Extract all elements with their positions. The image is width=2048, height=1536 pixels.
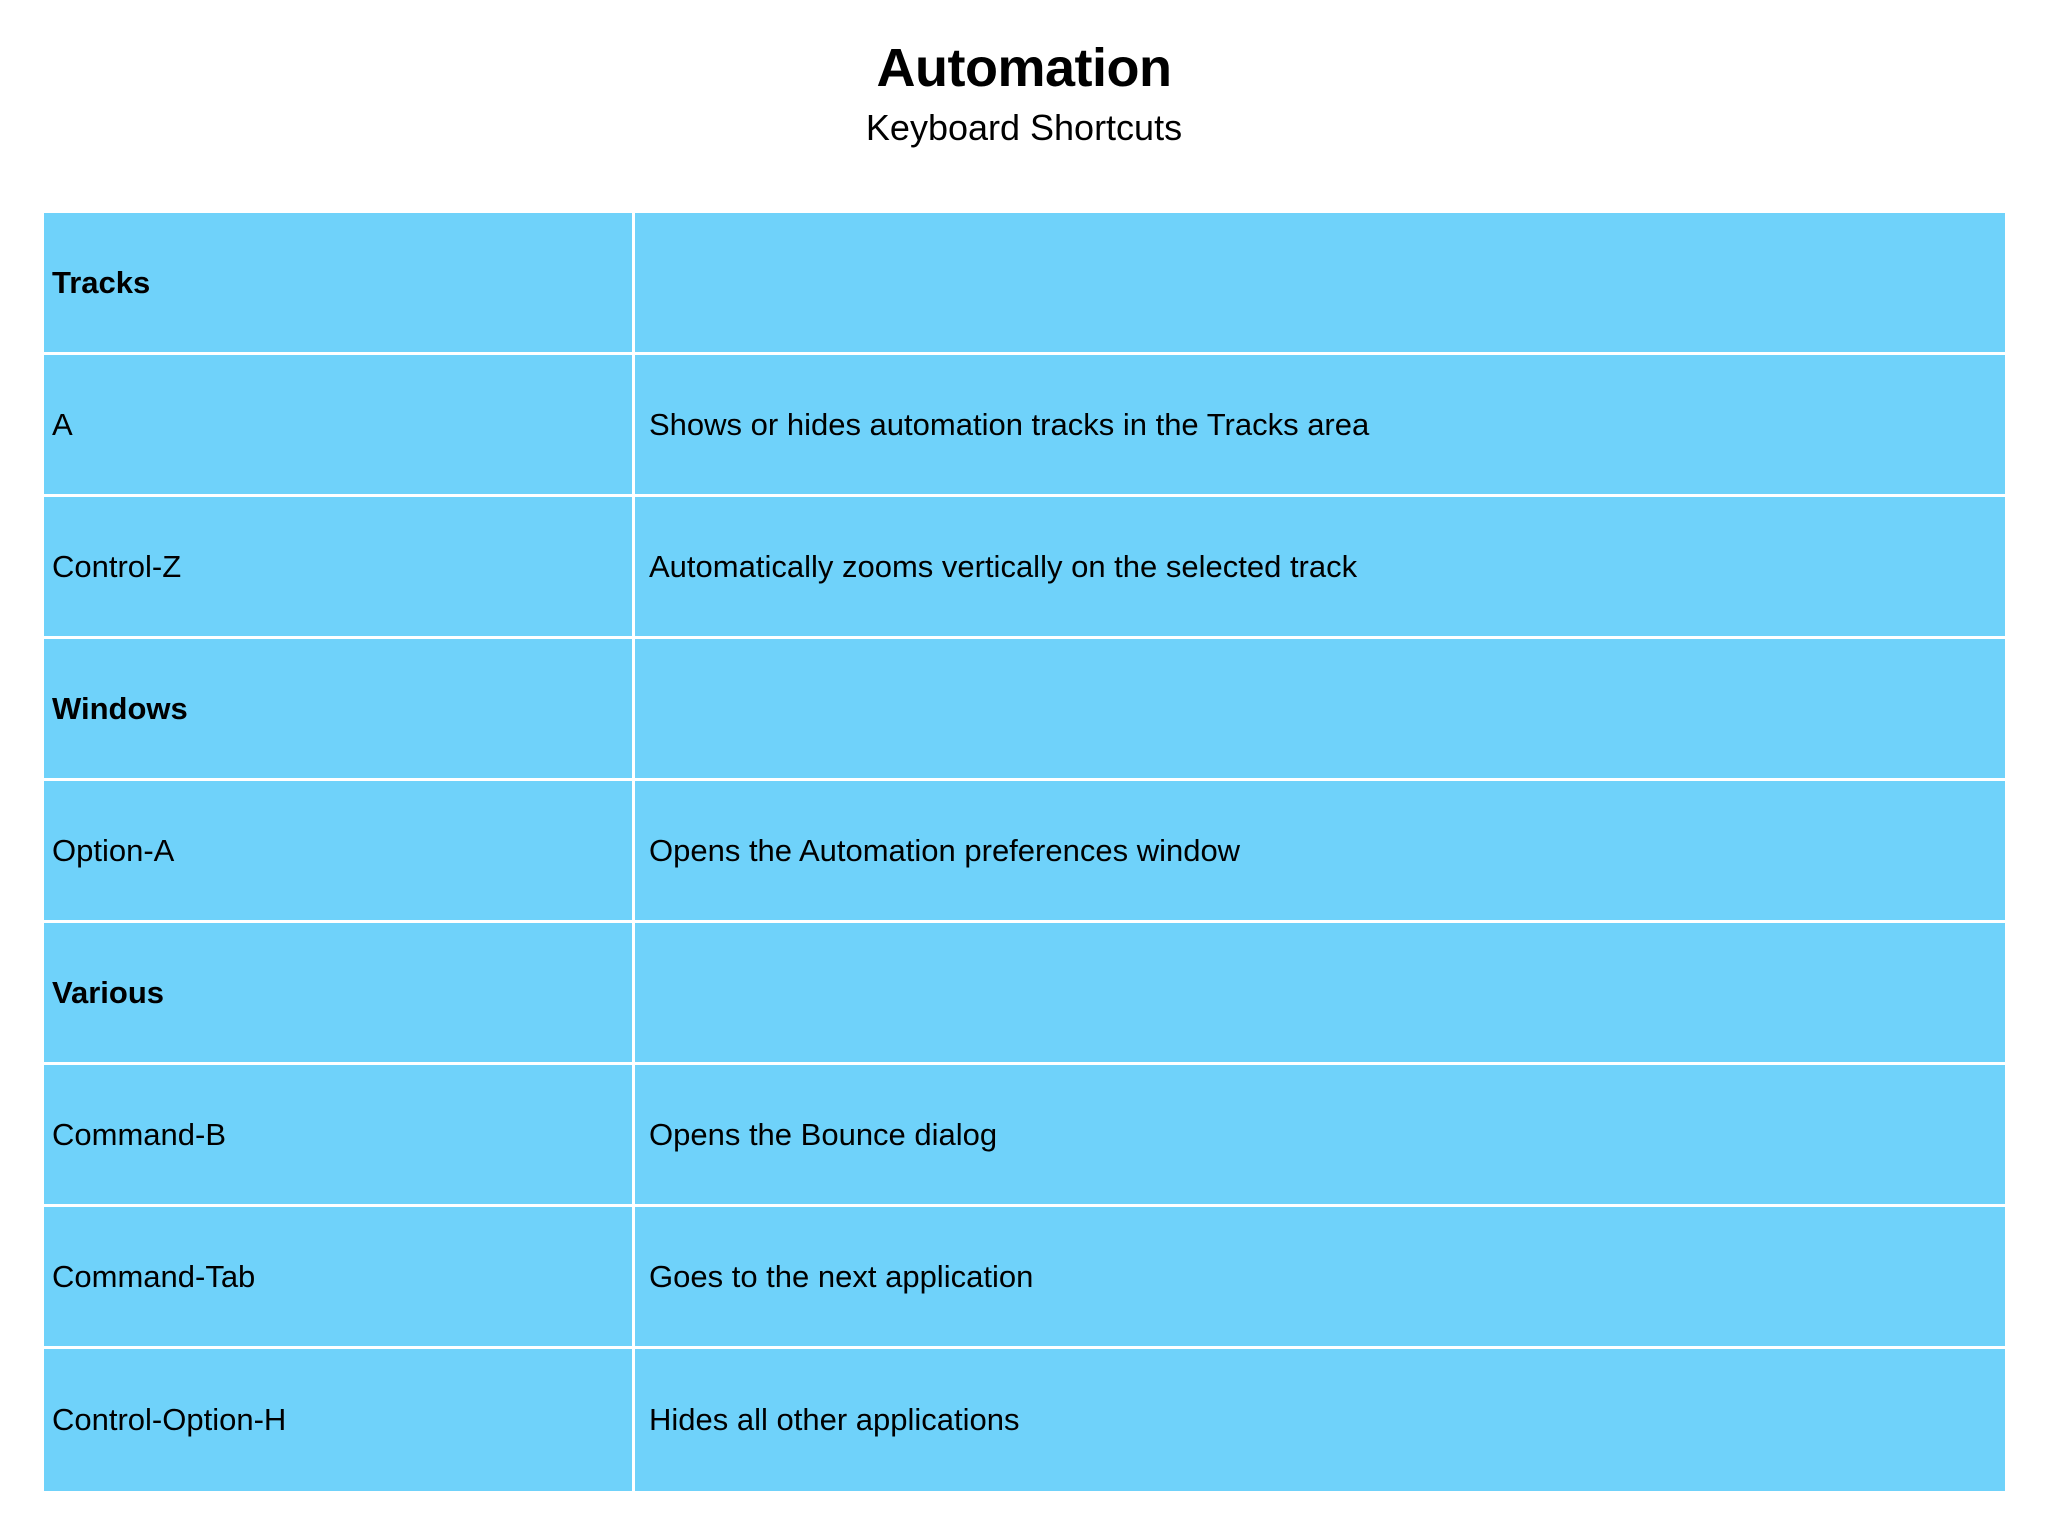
table-section-row: Windows bbox=[44, 639, 2005, 781]
section-heading-cell: Tracks bbox=[44, 213, 635, 355]
shortcut-description-cell bbox=[635, 213, 2005, 355]
table-section-row: Tracks bbox=[44, 213, 2005, 355]
section-heading-cell: Various bbox=[44, 923, 635, 1065]
shortcut-description-cell: Automatically zooms vertically on the se… bbox=[635, 497, 2005, 639]
shortcut-description-cell: Opens the Bounce dialog bbox=[635, 1065, 2005, 1207]
shortcut-key-cell: Control-Z bbox=[44, 497, 635, 639]
table-section-row: Various bbox=[44, 923, 2005, 1065]
shortcut-description-cell: Goes to the next application bbox=[635, 1207, 2005, 1349]
shortcut-key-cell: Command-Tab bbox=[44, 1207, 635, 1349]
shortcut-key-cell: Command-B bbox=[44, 1065, 635, 1207]
page-subtitle: Keyboard Shortcuts bbox=[865, 107, 1183, 148]
shortcut-description-cell: Opens the Automation preferences window bbox=[635, 781, 2005, 923]
shortcut-key-cell: Control-Option-H bbox=[44, 1349, 635, 1491]
shortcut-key-cell: Option-A bbox=[44, 781, 635, 923]
page-header: Automation Keyboard Shortcuts bbox=[0, 0, 2048, 150]
shortcut-description-cell: Hides all other applications bbox=[635, 1349, 2005, 1491]
shortcut-description-cell bbox=[635, 923, 2005, 1065]
shortcut-key-cell: A bbox=[44, 355, 635, 497]
section-heading-cell: Windows bbox=[44, 639, 635, 781]
shortcut-description-cell: Shows or hides automation tracks in the … bbox=[635, 355, 2005, 497]
shortcut-description-cell bbox=[635, 639, 2005, 781]
page-title: Automation bbox=[876, 38, 1172, 98]
